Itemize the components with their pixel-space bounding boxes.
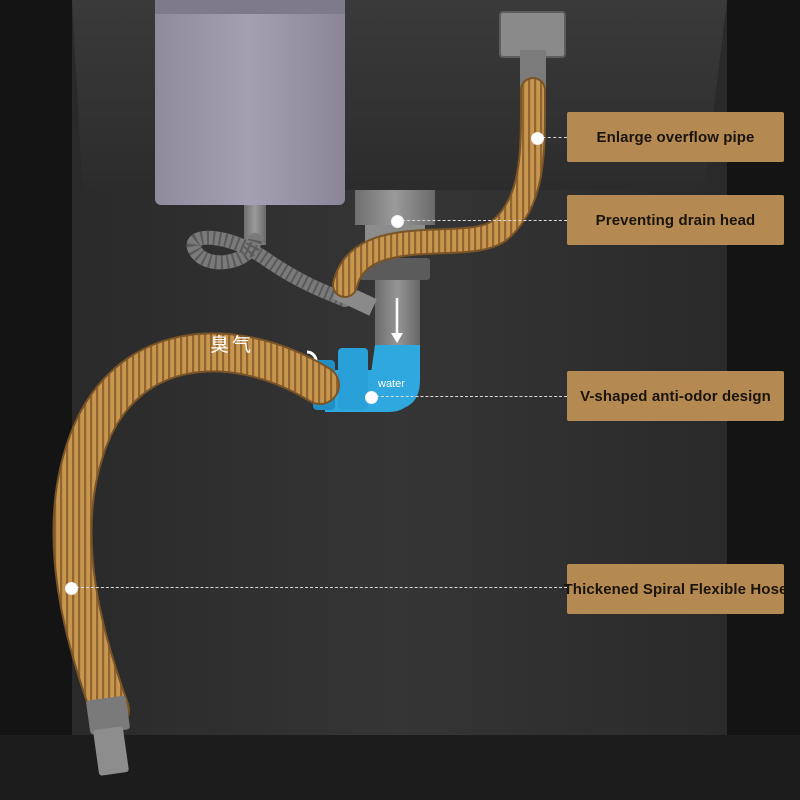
callout-flexible-hose: Thickened Spiral Flexible Hose — [564, 564, 787, 614]
odor-label: 臭气 — [210, 335, 255, 356]
callout-drain-head: Preventing drain head — [567, 195, 784, 245]
marker-dot-drain-head — [391, 215, 404, 228]
callout-flexible-hose-text: Thickened Spiral Flexible Hose — [563, 580, 788, 598]
water-label: water — [378, 378, 405, 390]
leader-line-hose — [71, 587, 567, 588]
cabinet-floor — [0, 735, 800, 800]
callout-overflow-pipe-text: Enlarge overflow pipe — [596, 128, 755, 146]
callout-anti-odor-text: V-shaped anti-odor design — [580, 387, 771, 405]
marker-dot-anti-odor — [365, 391, 378, 404]
overflow-hose — [334, 79, 545, 296]
hose-end-adaptor — [86, 695, 130, 735]
callout-anti-odor: V-shaped anti-odor design — [567, 371, 784, 421]
trap-nut — [338, 348, 368, 410]
leader-line-overflow — [537, 137, 567, 138]
leader-line-anti-odor — [371, 396, 567, 397]
sink-basin — [155, 0, 345, 205]
leader-line-drain-head — [397, 220, 567, 221]
callout-overflow-pipe: Enlarge overflow pipe — [567, 112, 784, 162]
spiral-flexible-hose — [54, 334, 338, 728]
callout-drain-head-text: Preventing drain head — [595, 211, 756, 229]
marker-dot-overflow — [531, 132, 544, 145]
marker-dot-hose — [65, 582, 78, 595]
left-drain-stub — [244, 205, 266, 245]
